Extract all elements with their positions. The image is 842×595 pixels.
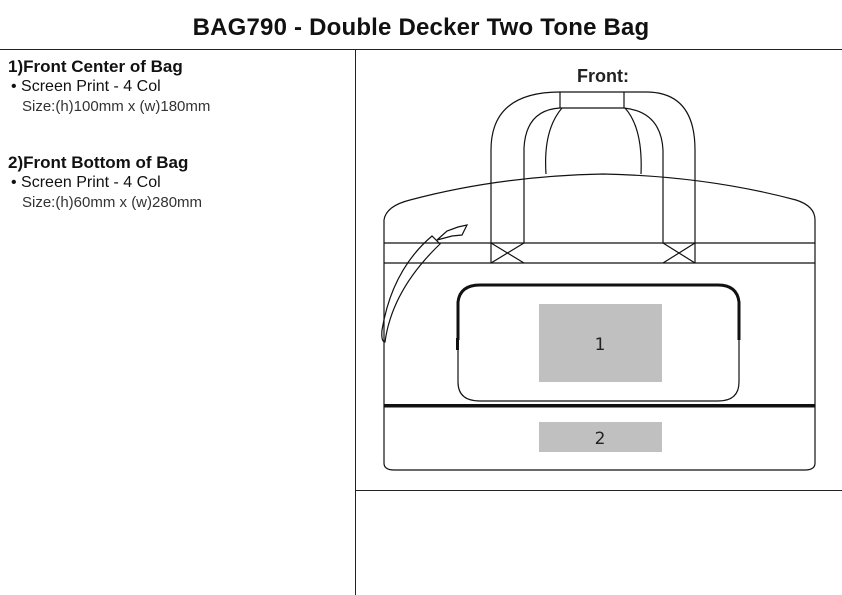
front-pocket (457, 340, 740, 402)
title-divider (0, 49, 842, 50)
shoulder-strap (381, 235, 441, 343)
zipper-pull-icon (456, 338, 459, 350)
view-bottom-divider (355, 490, 842, 491)
print-area-1-label: 1 (595, 335, 606, 355)
column-divider (355, 50, 356, 595)
print-method: • Screen Print - 4 Col (11, 174, 161, 191)
view-label: Front: (577, 66, 629, 86)
print-area-2 (539, 422, 662, 452)
bag-outline (381, 91, 816, 471)
position-heading: 2)Front Bottom of Bag (8, 153, 189, 172)
print-position-2: 2)Front Bottom of Bag • Screen Print - 4… (8, 153, 202, 213)
print-area-2-label: 2 (595, 429, 606, 449)
position-heading: 1)Front Center of Bag (8, 57, 183, 76)
handle-stitch-x (490, 242, 696, 264)
top-band (384, 242, 815, 264)
print-size: Size:(h)100mm x (w)180mm (22, 98, 211, 115)
inner-handle (523, 107, 664, 243)
print-method: • Screen Print - 4 Col (11, 78, 161, 95)
print-size: Size:(h)60mm x (w)280mm (22, 194, 203, 211)
bag-body (383, 173, 816, 471)
handle-inner-lines (545, 107, 642, 175)
outer-handle (490, 91, 696, 178)
page-title: BAG790 - Double Decker Two Tone Bag (192, 14, 650, 41)
handle-grip (559, 92, 625, 109)
print-area-1 (539, 304, 662, 382)
strap-clip (436, 224, 469, 241)
print-position-1: 1)Front Center of Bag • Screen Print - 4… (8, 57, 210, 117)
bottom-seam (384, 404, 815, 408)
pocket-zipper (456, 283, 741, 340)
